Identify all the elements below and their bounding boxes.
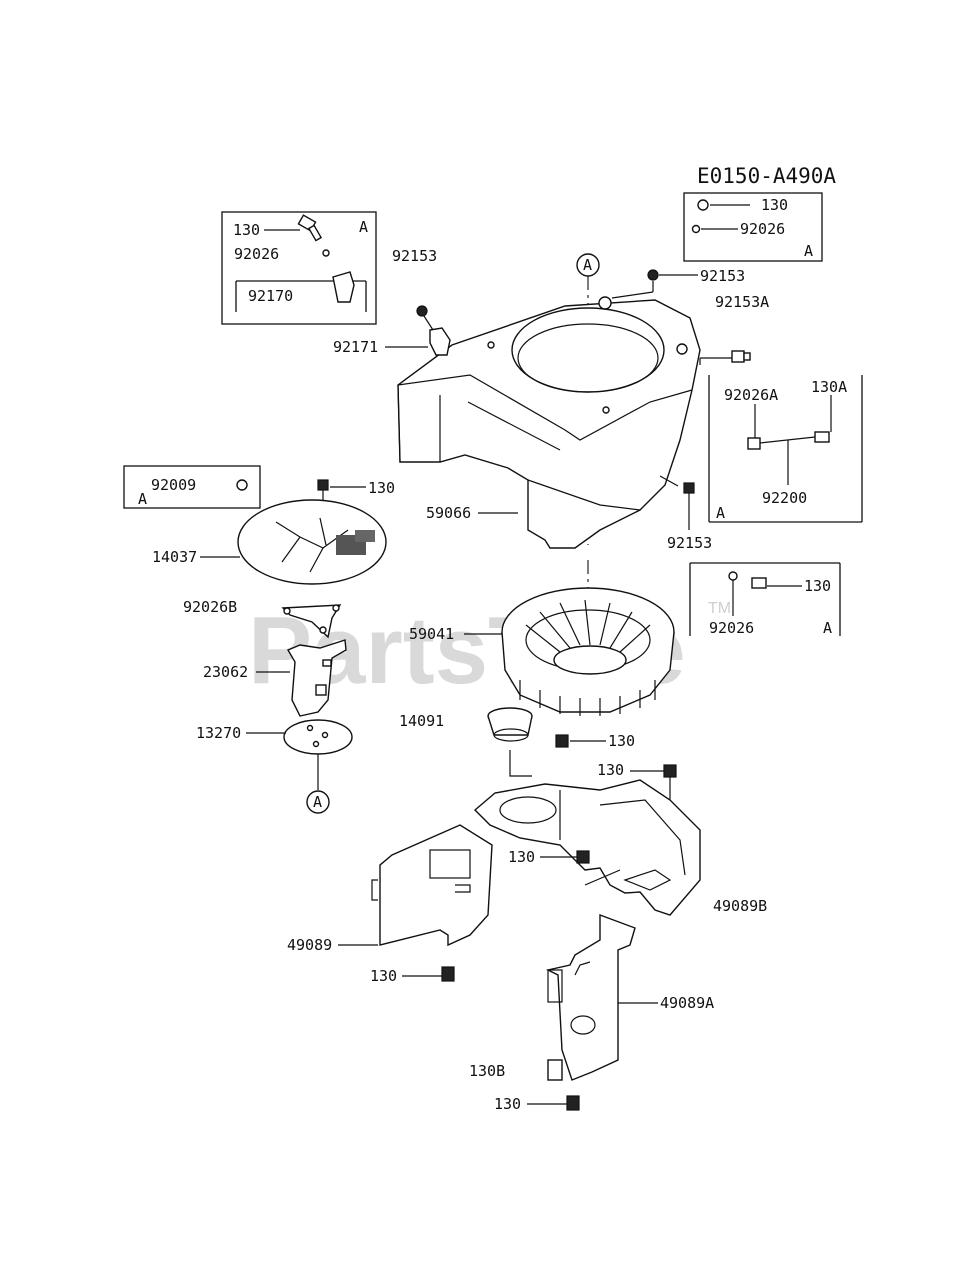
part-label: 130 bbox=[494, 1095, 521, 1113]
box-marker: A bbox=[823, 619, 832, 637]
reference-marker-label: A bbox=[313, 793, 322, 811]
part-label: 130 bbox=[597, 761, 624, 779]
part-label: 92026 bbox=[740, 220, 785, 238]
bolt-icon bbox=[751, 577, 767, 589]
part-label: 130 bbox=[370, 967, 397, 985]
plate-92026B: 92026B bbox=[183, 598, 342, 639]
detail-box-bolt-clip: 130 92026 92170 A bbox=[221, 211, 377, 325]
collar-14091: 14091 bbox=[399, 707, 533, 742]
part-label: 92153 bbox=[667, 534, 712, 552]
shield-49089: 49089 bbox=[287, 824, 493, 954]
part-label: 92009 bbox=[151, 476, 196, 494]
screw-92153: 92153 bbox=[611, 267, 745, 299]
bolt-icon bbox=[697, 199, 709, 211]
detail-box-92009: 92009 A bbox=[123, 465, 261, 509]
fan-housing-59066 bbox=[397, 296, 701, 549]
part-label: 92153 bbox=[392, 247, 437, 265]
shield-49089A: 49089A bbox=[545, 913, 714, 1081]
screw-130B: 130B bbox=[469, 1059, 563, 1081]
washer-icon bbox=[728, 571, 738, 581]
detail-box-bolt-washer-2: 130 92026 A bbox=[689, 562, 841, 637]
part-label: 92026 bbox=[234, 245, 279, 263]
screw-92153-lower: 92153 bbox=[659, 475, 712, 552]
rotating-screen-14037: 14037 bbox=[152, 499, 387, 585]
part-label: 130 bbox=[508, 848, 535, 866]
part-label: 92153 bbox=[700, 267, 745, 285]
part-label: 130 bbox=[368, 479, 395, 497]
screw-130-i: 130 bbox=[494, 1095, 580, 1113]
bolt-icon bbox=[297, 214, 323, 242]
reference-marker-bottom bbox=[306, 790, 330, 814]
watermark-tm: TM bbox=[708, 600, 731, 617]
part-label: 130A bbox=[811, 378, 847, 396]
baffle-49089B: 49089B bbox=[473, 750, 767, 916]
part-label: 92153A bbox=[715, 293, 769, 311]
part-label: 92026 bbox=[709, 619, 754, 637]
part-label: 14091 bbox=[399, 712, 444, 730]
screw-130-e: 130 bbox=[555, 732, 635, 750]
washer-icon bbox=[322, 249, 330, 257]
part-label: 92026A bbox=[724, 386, 778, 404]
washer-icon bbox=[747, 437, 761, 450]
detail-box-stud: 92026A 130A 92200 A bbox=[699, 350, 863, 523]
bracket-23062: 23062 bbox=[203, 639, 347, 717]
part-label: 130 bbox=[233, 221, 260, 239]
part-label: 49089A bbox=[660, 994, 714, 1012]
part-label: 92200 bbox=[762, 489, 807, 507]
part-label: 59066 bbox=[426, 504, 471, 522]
part-label: 49089B bbox=[713, 897, 767, 915]
part-label: 59041 bbox=[409, 625, 454, 643]
screw-icon bbox=[236, 479, 248, 491]
bolt-icon bbox=[699, 350, 751, 365]
part-label: 49089 bbox=[287, 936, 332, 954]
part-label: 92170 bbox=[248, 287, 293, 305]
flywheel-59041: 59041 bbox=[409, 587, 675, 716]
part-label: 130 bbox=[608, 732, 635, 750]
clip-icon bbox=[332, 271, 355, 303]
clip-92171: 92171 bbox=[333, 305, 451, 356]
diagram-code: E0150-A490A bbox=[697, 164, 836, 188]
part-label: 23062 bbox=[203, 663, 248, 681]
part-label: 13270 bbox=[196, 724, 241, 742]
part-label: 130B bbox=[469, 1062, 505, 1080]
part-label: 130 bbox=[804, 577, 831, 595]
box-marker: A bbox=[359, 218, 368, 236]
reference-marker-top bbox=[576, 253, 600, 277]
detail-box-bolt-washer: 130 92026 A bbox=[683, 192, 823, 262]
box-marker: A bbox=[804, 242, 813, 260]
part-label: 14037 bbox=[152, 548, 197, 566]
box-marker: A bbox=[138, 490, 147, 508]
washer-icon bbox=[691, 224, 701, 234]
screw-130-h: 130 bbox=[370, 966, 455, 985]
stud-icon bbox=[814, 431, 830, 443]
part-label: 92026B bbox=[183, 598, 237, 616]
screw-130-g: 130 bbox=[508, 848, 590, 866]
part-label: 92171 bbox=[333, 338, 378, 356]
plate-13270: 13270 bbox=[196, 719, 353, 790]
part-label: 130 bbox=[761, 196, 788, 214]
reference-marker-label: A bbox=[583, 256, 592, 274]
box-marker: A bbox=[716, 504, 725, 522]
